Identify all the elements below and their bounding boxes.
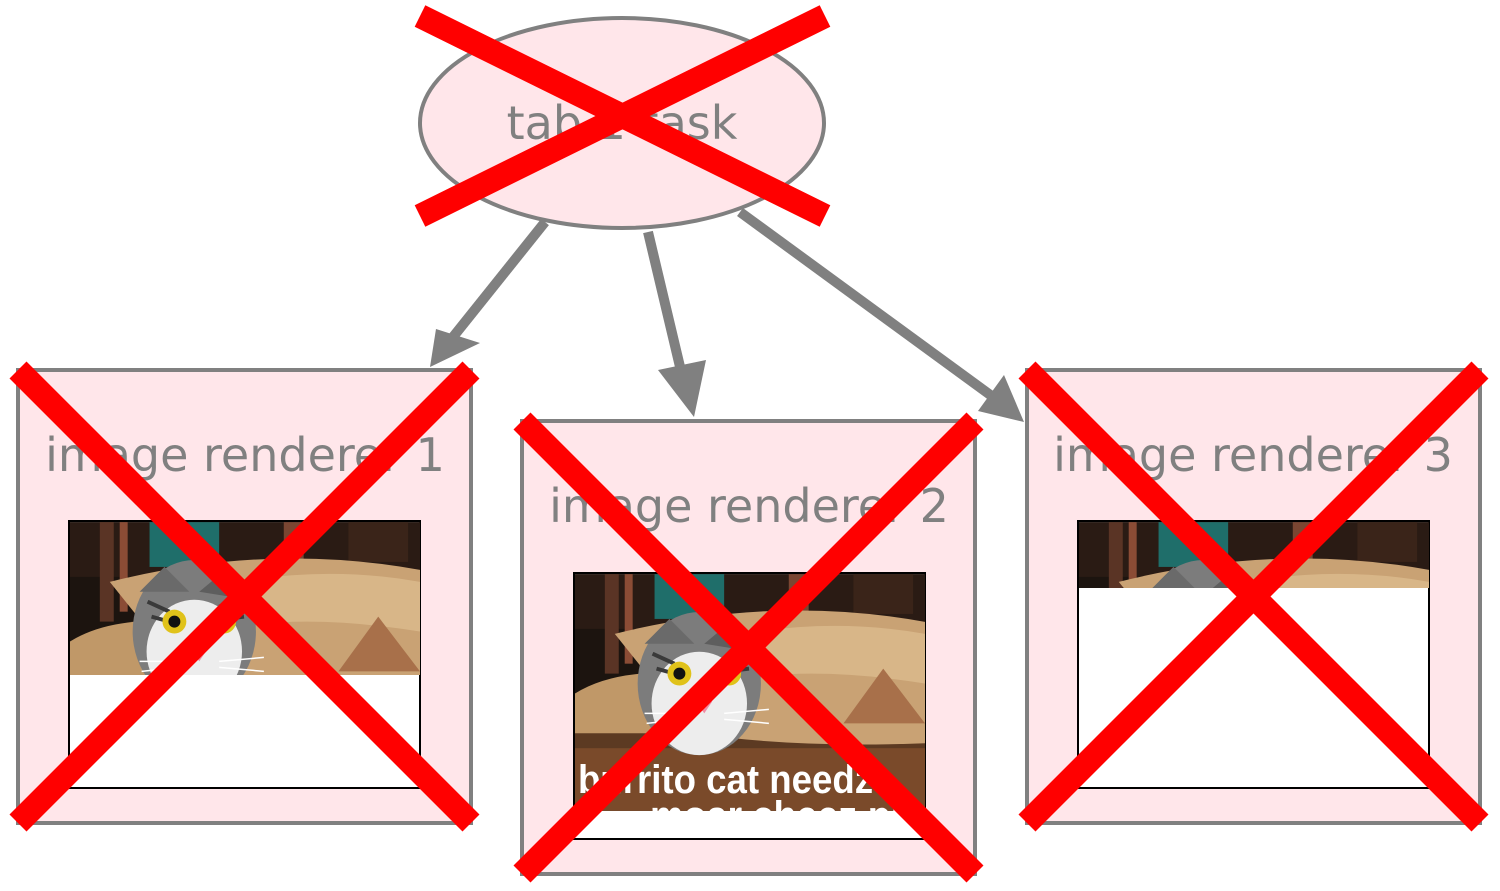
- arrowhead-renderer-1: [430, 329, 480, 367]
- root-cross-mark: [414, 5, 831, 227]
- arrowhead-renderer-3: [978, 375, 1024, 422]
- renderer-2-caption-line-2: moar cheez plz: [650, 794, 920, 838]
- renderer-2-cross-mark: [513, 412, 984, 883]
- arrowhead-renderer-2: [658, 360, 706, 417]
- edge-root-to-renderer-2: [643, 230, 691, 394]
- edge-root-to-renderer-3: [737, 207, 1007, 410]
- cross-marks: [9, 5, 1489, 883]
- renderer-1-cross-mark: [9, 361, 480, 832]
- edges: [430, 207, 1024, 422]
- renderer-3-image-frame: [1077, 520, 1430, 789]
- renderer-3-cross-mark: [1018, 361, 1489, 832]
- renderer-1-image-frame: [68, 520, 421, 789]
- edge-root-to-renderer-1: [441, 218, 549, 351]
- renderer-2-image-frame: burrito cat needz moar cheez plz: [573, 572, 926, 840]
